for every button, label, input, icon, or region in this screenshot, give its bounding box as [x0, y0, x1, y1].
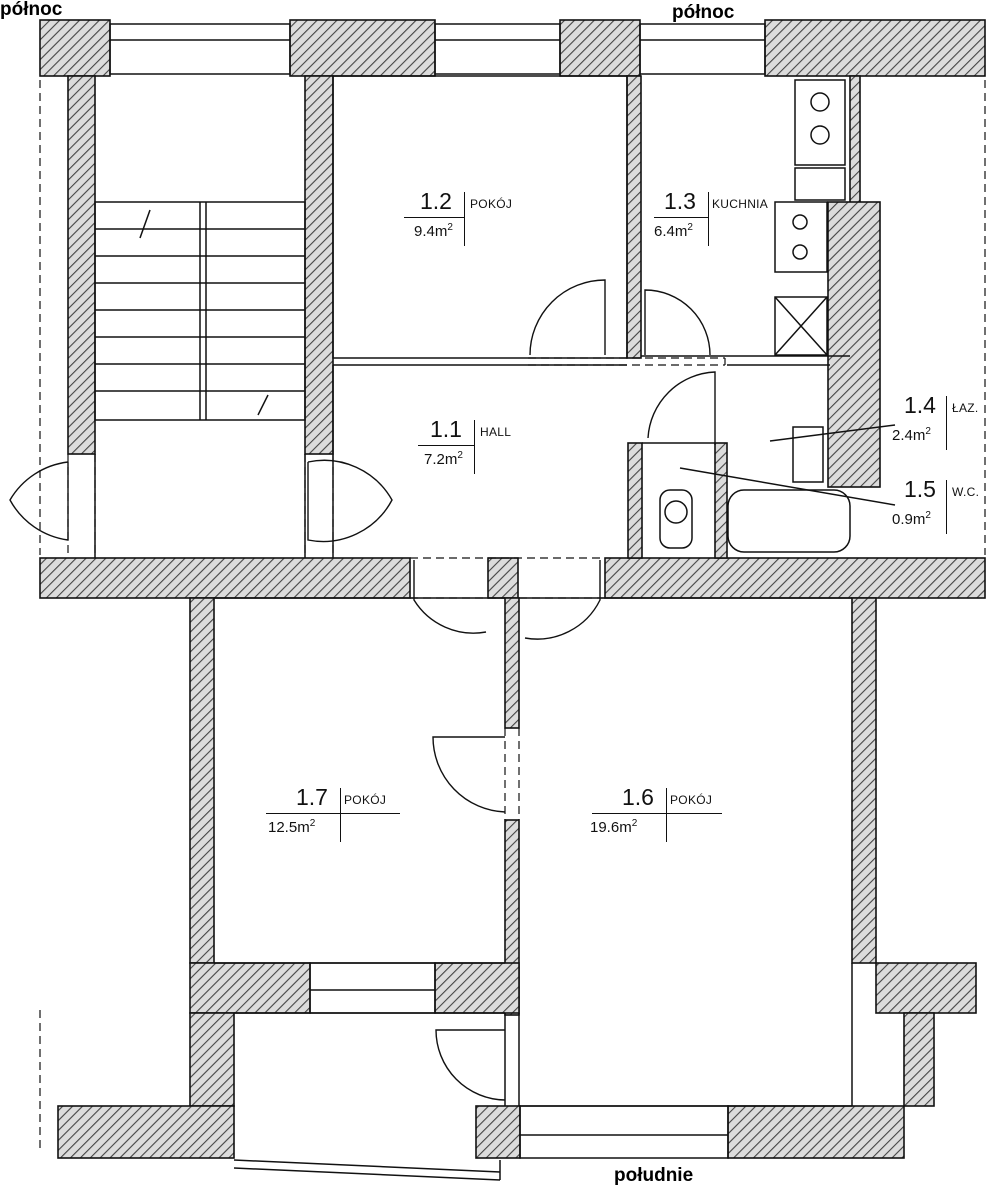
room-1-6-east-wall — [851, 597, 877, 964]
kitchen-fridge — [774, 296, 828, 356]
stair-east-wall — [304, 75, 334, 455]
room-name: HALL — [480, 425, 512, 439]
door-loggia — [435, 1029, 506, 1101]
room-number: 1.6 — [622, 784, 654, 810]
bathtub — [727, 489, 851, 553]
central-wall-left — [39, 557, 411, 599]
central-wall-mid — [487, 557, 519, 599]
room-area: 19.6m2 — [590, 818, 638, 836]
north-wall-right — [764, 19, 986, 77]
wash-basin — [792, 426, 824, 483]
room-number: 1.3 — [664, 188, 696, 214]
kitchen-stove — [774, 201, 828, 273]
room-number: 1.4 — [904, 392, 936, 418]
thin-lines — [94, 23, 896, 1181]
window-room-1-2 — [434, 23, 561, 75]
walls — [39, 19, 986, 1159]
south-wall-1-6-right — [727, 1105, 905, 1159]
room-area: 9.4m2 — [414, 222, 453, 240]
window-stair — [109, 23, 291, 75]
room-name: W.C. — [952, 485, 980, 499]
door-1-7-to-1-6 — [432, 736, 506, 813]
door-room-1-7 — [413, 560, 487, 634]
door-kitchen — [644, 289, 711, 356]
door-bathroom — [647, 371, 716, 445]
room-area: 2.4m2 — [892, 426, 931, 444]
room-area: 12.5m2 — [268, 818, 316, 836]
stair-west-wall — [67, 75, 96, 455]
door-openings — [39, 80, 986, 1150]
window-room-1-7 — [309, 962, 436, 1014]
room-name: POKÓJ — [344, 793, 387, 807]
wall-1-2-1-3 — [626, 75, 642, 359]
room-1-7-south-wall-a — [189, 962, 311, 1014]
wall-1-7-1-6-top — [504, 597, 520, 729]
loggia-west-wall — [189, 1012, 235, 1107]
loggia-south-wall — [57, 1105, 235, 1159]
room-number: 1.1 — [430, 416, 462, 442]
central-wall-right — [604, 557, 986, 599]
room-name: ŁAZ. — [952, 401, 979, 415]
south-wall-1-6-left — [475, 1105, 521, 1159]
room-1-7-west-wall — [189, 597, 215, 964]
toilet-wc — [659, 489, 693, 549]
room-area: 0.9m2 — [892, 510, 931, 528]
kitchen-counter — [794, 167, 846, 201]
room-1-7-south-wall-b — [434, 962, 520, 1014]
doors — [9, 279, 716, 1101]
room-name: KUCHNIA — [712, 197, 769, 211]
room-area: 6.4m2 — [654, 222, 693, 240]
wc-west-wall — [627, 442, 643, 559]
bath-partition — [714, 442, 728, 559]
room-number: 1.7 — [296, 784, 328, 810]
room-number: 1.5 — [904, 476, 936, 502]
chimney-block — [827, 201, 881, 488]
north-wall-mid-a — [289, 19, 436, 77]
room-name: POKÓJ — [670, 793, 713, 807]
room-number: 1.2 — [420, 188, 452, 214]
north-wall-mid-b — [559, 19, 641, 77]
door-stair-right — [307, 459, 393, 543]
door-room-1-6 — [524, 560, 601, 640]
window-kitchen — [639, 23, 766, 75]
north-label: północ — [672, 2, 735, 23]
door-stair-left — [9, 461, 69, 541]
window-room-1-6 — [519, 1105, 729, 1159]
room-area: 7.2m2 — [424, 450, 463, 468]
north-label-top-left: północ — [0, 0, 63, 20]
room-name: POKÓJ — [470, 197, 513, 211]
east-balcony-wall — [875, 962, 977, 1014]
door-room-1-2 — [529, 279, 606, 356]
south-label: południe — [614, 1165, 694, 1186]
north-wall-left — [39, 19, 111, 77]
room-1-2-outline — [332, 75, 628, 359]
kitchen-sink — [794, 79, 846, 166]
east-balcony-wall-2 — [903, 1012, 935, 1107]
